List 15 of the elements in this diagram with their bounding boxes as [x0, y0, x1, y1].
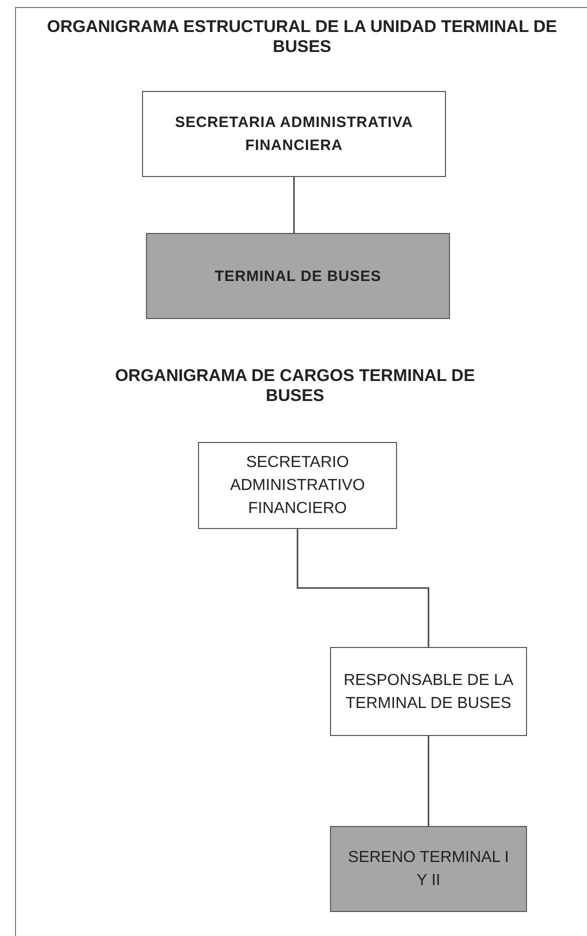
box-label: TERMINAL DE BUSES	[214, 266, 382, 286]
shaded-org-box	[146, 233, 450, 319]
org-box	[198, 442, 397, 529]
box-label: RESPONSABLE DE LA TERMINAL DE BUSES	[343, 670, 514, 714]
connector-line	[428, 736, 430, 826]
connector-line	[293, 177, 295, 233]
org-box	[142, 91, 446, 177]
shaded-org-box	[330, 826, 527, 912]
org-box	[330, 647, 527, 736]
connector-line	[296, 529, 430, 647]
box-label: SECRETARIO ADMINISTRATIVO FINANCIERO	[229, 453, 366, 519]
box-label: SERENO TERMINAL I Y II	[347, 848, 510, 891]
box-label: SECRETARIA ADMINISTRATIVA FINANCIERA	[174, 113, 414, 156]
section-heading: ORGANIGRAMA DE CARGOS TERMINAL DE BUSES	[114, 366, 476, 406]
chart-title: ORGANIGRAMA ESTRUCTURAL DE LA UNIDAD TERMINAL DE BUSES	[46, 17, 558, 57]
